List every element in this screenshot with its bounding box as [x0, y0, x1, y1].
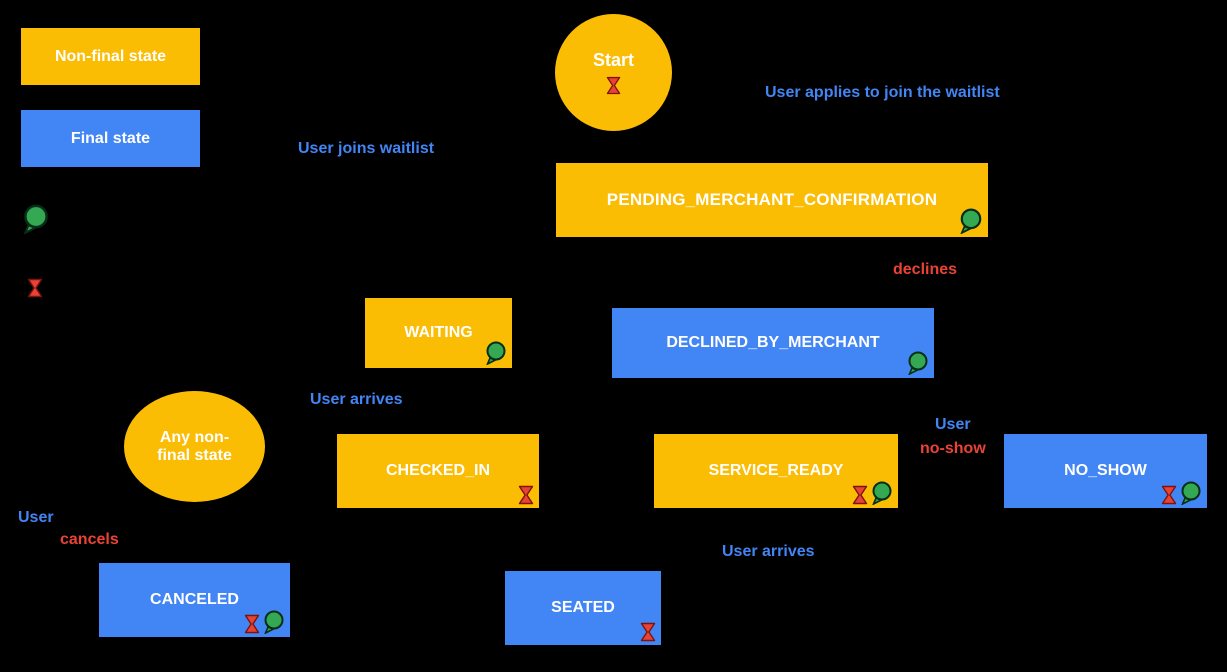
state-label: Any non-final state	[157, 428, 232, 464]
state-label: DECLINED_BY_MERCHANT	[666, 334, 880, 351]
edge-label-user-noshow-user: User	[935, 416, 971, 433]
edge-label-apply: User applies to join the waitlist	[765, 84, 1000, 101]
state-checked-in: CHECKED_IN	[337, 434, 539, 508]
hourglass-icon	[640, 622, 656, 642]
edge-label-join: User joins waitlist	[298, 140, 435, 157]
hourglass-icon	[244, 614, 260, 634]
state-label: CHECKED_IN	[385, 462, 490, 479]
hourglass-icon	[26, 278, 44, 298]
state-canceled: CANCELED	[99, 563, 290, 637]
state-no-show: NO_SHOW	[1004, 434, 1207, 508]
state-label: PENDING_MERCHANT_CONFIRMATION	[606, 190, 938, 209]
state-label: Start	[592, 50, 634, 70]
state-label: WAITING	[404, 324, 473, 341]
state-pending-merchant-confirmation: PENDING_MERCHANT_CONFIRMATION	[556, 163, 988, 237]
state-label: CANCELED	[150, 591, 239, 608]
edge-label-declines: declines	[893, 261, 958, 278]
state-any-nonfinal: Any non-final state	[124, 391, 265, 502]
hourglass-icon	[852, 485, 868, 505]
legend-final-state: Final state	[21, 110, 200, 167]
state-declined-by-merchant: DECLINED_BY_MERCHANT	[612, 308, 934, 378]
state-label: SERVICE_READY	[708, 462, 844, 479]
notification-icon	[22, 204, 50, 234]
edge-label-user-arrives-seated: User arrives	[722, 543, 815, 560]
state-seated: SEATED	[505, 571, 661, 645]
edge-label-user-arrives-checked-in: User arrives	[310, 391, 403, 408]
legend-final-label: Final state	[70, 129, 151, 147]
notification-icon	[907, 351, 929, 375]
notification-icon	[485, 341, 507, 365]
edge-label-noshow: no-show	[920, 440, 986, 457]
notification-icon	[263, 610, 285, 634]
legend-nonfinal-label: Non-final state	[54, 47, 167, 65]
state-service-ready: SERVICE_READY	[654, 434, 898, 508]
edge-label-user-cancels-user: User	[18, 509, 54, 526]
notification-icon	[871, 481, 893, 505]
hourglass-icon	[606, 76, 621, 95]
hourglass-icon	[1161, 485, 1177, 505]
state-label: NO_SHOW	[1064, 462, 1147, 479]
state-start: Start	[555, 14, 672, 131]
edge-label-cancels: cancels	[60, 531, 119, 548]
notification-icon	[1180, 481, 1202, 505]
notification-icon	[959, 208, 983, 234]
state-waiting: WAITING	[365, 298, 512, 368]
legend-nonfinal-state: Non-final state	[21, 28, 200, 85]
hourglass-icon	[518, 485, 534, 505]
state-label: SEATED	[551, 599, 615, 616]
